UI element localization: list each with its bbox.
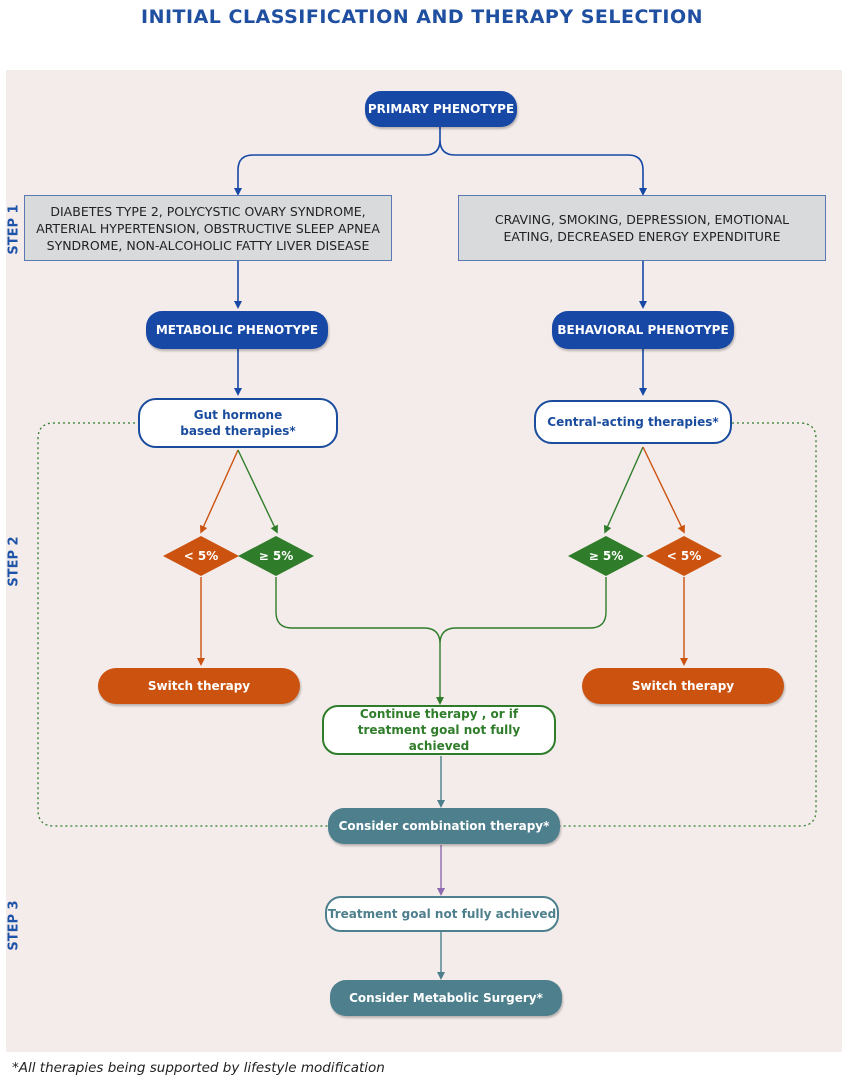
arrow-central-to-lt5	[642, 446, 685, 534]
dotted-loop-right	[560, 422, 817, 827]
metabolic-surgery-node: Consider Metabolic Surgery*	[330, 980, 562, 1016]
combination-therapy-node: Consider combination therapy*	[328, 808, 560, 844]
footnote: *All therapies being supported by lifest…	[12, 1060, 385, 1076]
step-1-label: STEP 1	[6, 204, 22, 255]
dotted-loop-left	[37, 422, 330, 827]
lt5-diamond-right: < 5%	[646, 536, 722, 576]
lt5-diamond-left-label: < 5%	[183, 549, 219, 563]
arrow-gut-to-lt5	[199, 449, 239, 534]
lt5-diamond-left: < 5%	[163, 536, 239, 576]
ge5-diamond-left: ≥ 5%	[238, 536, 314, 576]
ge5-diamond-left-label: ≥ 5%	[258, 549, 294, 563]
ge5-diamond-right: ≥ 5%	[568, 536, 644, 576]
switch-therapy-left-node: Switch therapy	[98, 668, 300, 704]
step-2-label: STEP 2	[6, 536, 22, 587]
switch-therapy-right-node: Switch therapy	[582, 668, 784, 704]
primary-phenotype-node: PRIMARY PHENOTYPE	[365, 91, 517, 127]
primary-split-connector	[237, 127, 644, 190]
metabolic-conditions-box: DIABETES TYPE 2, POLYCYSTIC OVARY SYNDRO…	[24, 195, 392, 261]
arrow-gut-to-ge5	[237, 449, 278, 534]
page-title: INITIAL CLASSIFICATION AND THERAPY SELEC…	[141, 6, 703, 28]
merge-ge5-to-continue	[275, 577, 607, 700]
gut-hormone-therapies-node: Gut hormone based therapies*	[138, 398, 338, 448]
continue-therapy-node: Continue therapy , or if treatment goal …	[322, 705, 556, 755]
ge5-diamond-right-label: ≥ 5%	[588, 549, 624, 563]
behavioral-conditions-box: CRAVING, SMOKING, DEPRESSION, EMOTIONAL …	[458, 195, 826, 261]
central-acting-therapies-node: Central-acting therapies*	[534, 400, 732, 444]
lt5-diamond-right-label: < 5%	[666, 549, 702, 563]
treatment-goal-node: Treatment goal not fully achieved	[325, 896, 559, 932]
step-3-label: STEP 3	[6, 900, 22, 951]
arrow-central-to-ge5	[603, 446, 644, 534]
behavioral-phenotype-node: BEHAVIORAL PHENOTYPE	[552, 311, 734, 349]
metabolic-phenotype-node: METABOLIC PHENOTYPE	[146, 311, 328, 349]
